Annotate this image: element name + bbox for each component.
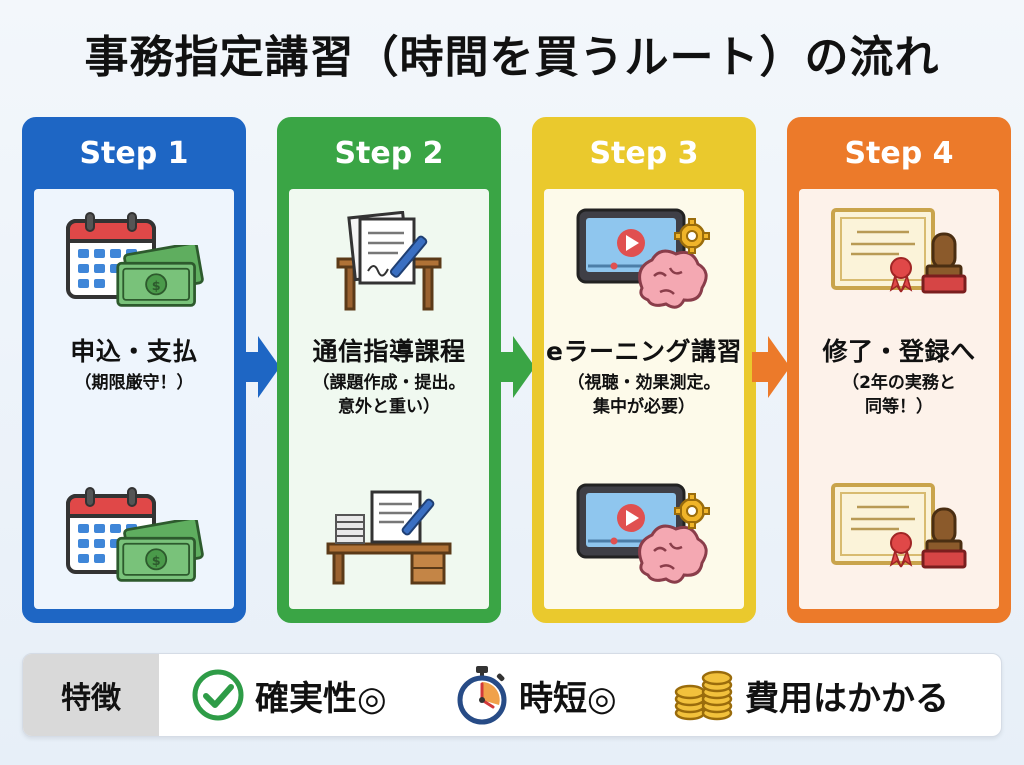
step-1-text: 申込・支払 （期限厳守！） bbox=[34, 335, 234, 395]
feature-certainty-text: 確実性◎ bbox=[255, 678, 387, 719]
calendar-money-icon bbox=[34, 203, 234, 318]
step-3-note-line-2: 集中が必要） bbox=[593, 397, 695, 417]
step-4-note-line-2: 同等！） bbox=[865, 397, 933, 417]
step-4-text: 修了・登録へ （2年の実務と 同等！） bbox=[799, 335, 999, 419]
feature-cost: 費用はかかる bbox=[673, 654, 949, 736]
check-circle-icon bbox=[192, 669, 244, 721]
video-brain-icon bbox=[544, 203, 744, 318]
arrow-right-icon bbox=[242, 336, 280, 398]
step-1-label: 申込・支払 bbox=[70, 337, 198, 366]
step-3-text: eラーニング講習 （視聴・効果測定。 集中が必要） bbox=[544, 335, 744, 419]
step-1-header: Step 1 bbox=[79, 136, 189, 171]
step-4-header: Step 4 bbox=[844, 136, 954, 171]
step-3-header: Step 3 bbox=[589, 136, 699, 171]
step-3-body: eラーニング講習 （視聴・効果測定。 集中が必要） bbox=[544, 189, 744, 609]
step-2-header: Step 2 bbox=[334, 136, 444, 171]
step-1-card: Step 1 申込・支払 （期限厳守！） bbox=[22, 117, 246, 623]
features-bar: 特徴 確実性◎ 時短◎ bbox=[22, 653, 1002, 737]
feature-time-saving-text: 時短◎ bbox=[519, 678, 617, 719]
feature-cost-text: 費用はかかる bbox=[745, 678, 949, 719]
feature-time-saving: 時短◎ bbox=[455, 654, 617, 736]
step-3-note-line-1: （視聴・効果測定。 bbox=[567, 373, 721, 393]
feature-certainty: 確実性◎ bbox=[191, 654, 387, 736]
step-1-note: （期限厳守！） bbox=[74, 373, 194, 393]
step-4-body: 修了・登録へ （2年の実務と 同等！） bbox=[799, 189, 999, 609]
step-4-note-line-1: （2年の実務と bbox=[842, 373, 956, 393]
features-label: 特徴 bbox=[23, 654, 159, 736]
arrow-right-icon bbox=[752, 336, 790, 398]
coins-icon bbox=[674, 670, 733, 721]
step-3-label: eラーニング講習 bbox=[546, 337, 742, 366]
step-2-body: 通信指導課程 （課題作成・提出。 意外と重い） bbox=[289, 189, 489, 609]
step-2-note-line-2: 意外と重い） bbox=[338, 397, 440, 417]
step-2-text: 通信指導課程 （課題作成・提出。 意外と重い） bbox=[289, 335, 489, 419]
step-4-card: Step 4 修了・登録へ （2年の実務と 同等！） bbox=[787, 117, 1011, 623]
stopwatch-icon bbox=[457, 666, 507, 725]
arrow-right-icon bbox=[497, 336, 535, 398]
step-3-card: Step 3 eラーニング講習 （視聴・効果測定。 集中が必要） bbox=[532, 117, 756, 623]
calendar-money-icon bbox=[34, 478, 234, 593]
step-4-label: 修了・登録へ bbox=[822, 337, 976, 366]
page-title: 事務指定講習（時間を買うルート）の流れ bbox=[84, 32, 940, 83]
certificate-stamp-icon bbox=[799, 478, 999, 593]
step-1-body: 申込・支払 （期限厳守！） bbox=[34, 189, 234, 609]
paperwork-desk-icon bbox=[289, 203, 489, 318]
desk-writing-icon bbox=[289, 478, 489, 593]
step-2-label: 通信指導課程 bbox=[312, 337, 466, 366]
video-brain-icon bbox=[544, 478, 744, 593]
step-2-card: Step 2 通信指導課程 （課題作成・提出。 意外と重い） bbox=[277, 117, 501, 623]
certificate-stamp-icon bbox=[799, 203, 999, 318]
step-2-note-line-1: （課題作成・提出。 bbox=[312, 373, 466, 393]
